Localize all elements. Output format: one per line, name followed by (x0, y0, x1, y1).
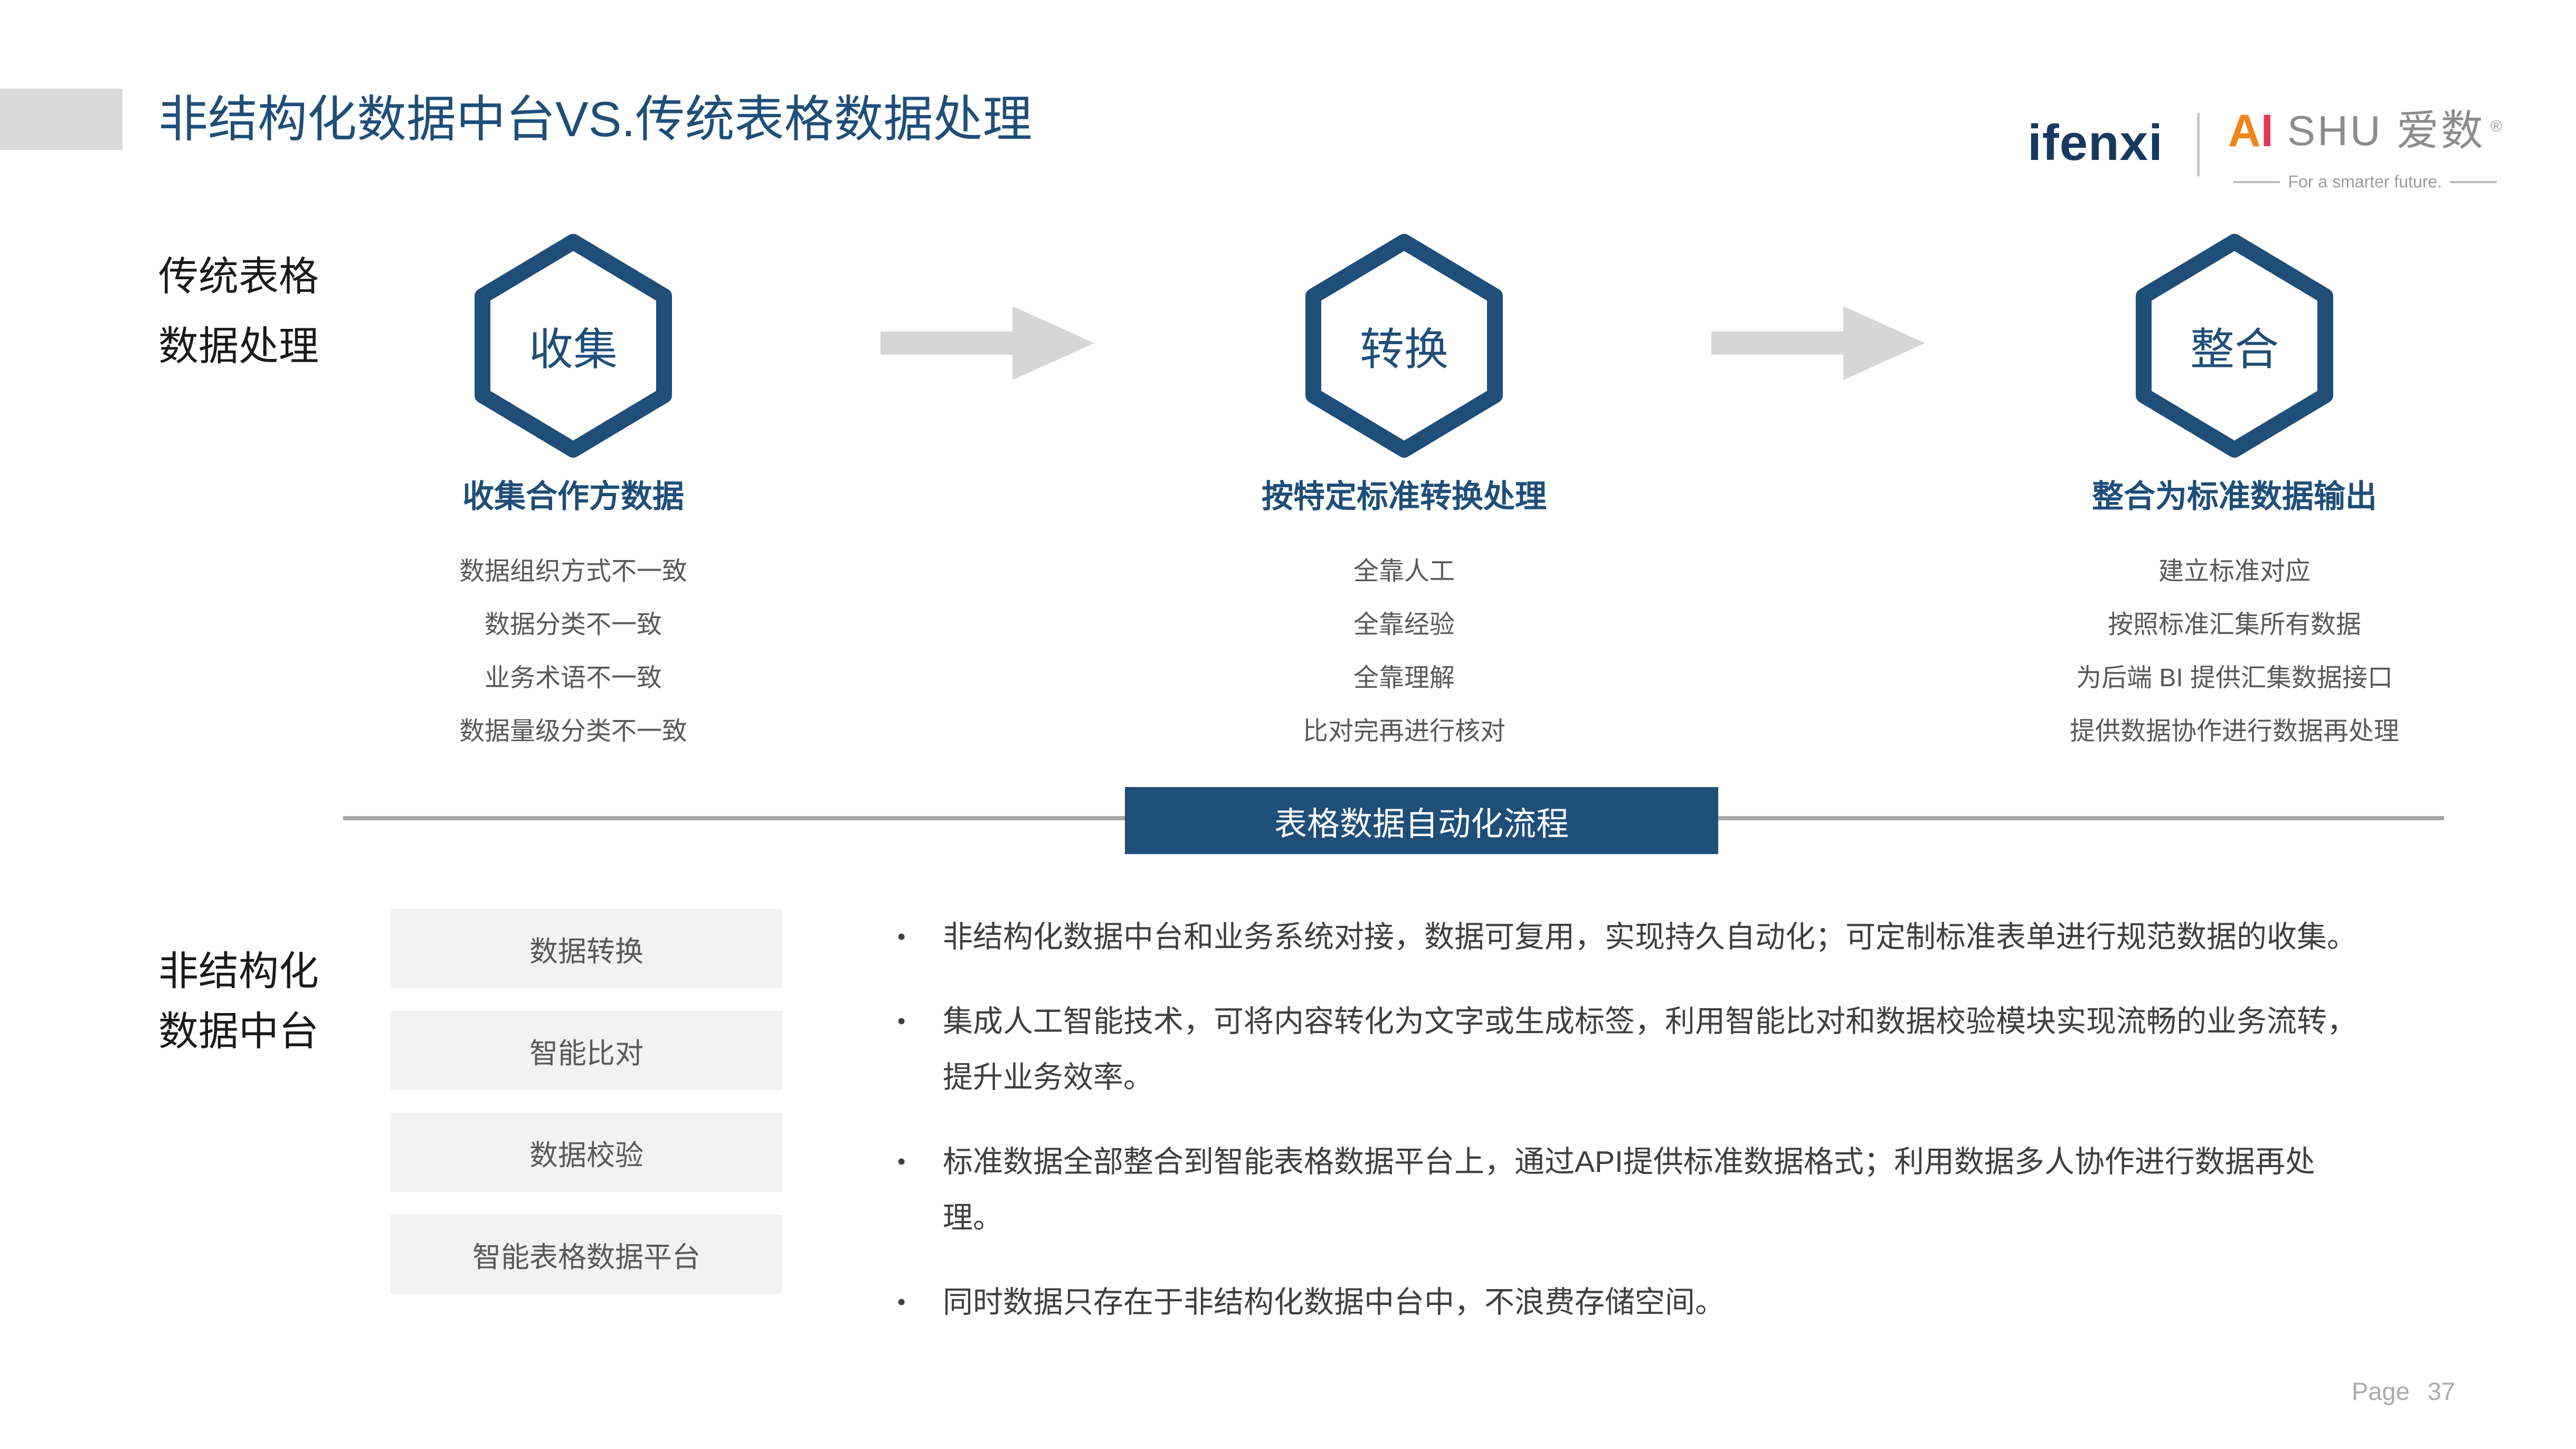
step-item: 全靠理解 (1353, 664, 1455, 692)
step-item: 全靠人工 (1353, 557, 1455, 585)
step-item: 数据组织方式不一致 (459, 557, 687, 585)
step-item: 全靠经验 (1353, 611, 1455, 639)
step-title: 按特定标准转换处理 (1262, 479, 1547, 514)
step-item: 按照标准汇集所有数据 (2107, 611, 2361, 639)
hexagon-icon: 整合 (2134, 232, 2335, 459)
bullet-item: • 非结构化数据中台和业务系统对接，数据可复用，实现持久自动化；可定制标准表单进… (897, 909, 2507, 965)
accent-bar (0, 89, 122, 150)
bullet-item: • 标准数据全部整合到智能表格数据平台上，通过API提供标准数据格式；利用数据多… (897, 1134, 2507, 1246)
section-label-traditional-line2: 数据处理 (158, 324, 319, 369)
section-label-platform-line2: 数据中台 (158, 1009, 319, 1054)
aishu-wordmark: A I SHU 爱数 ® For a smarter future. (2228, 103, 2502, 192)
hexagon-icon: 收集 (473, 232, 674, 459)
brand-logo: ifenxi A I SHU 爱数 ® For a smarter future… (2028, 103, 2502, 192)
step-item-list: 全靠人工 全靠经验 全靠理解 比对完再进行核对 (1061, 545, 1747, 758)
module-box-data-validate: 数据校验 (391, 1113, 782, 1192)
step-item: 业务术语不一致 (484, 664, 662, 692)
bullet-item: • 集成人工智能技术，可将内容转化为文字或生成标签，利用智能比对和数据校验模块实… (897, 993, 2507, 1105)
step-title: 整合为标准数据输出 (2092, 479, 2377, 514)
tagline-rule-right (2450, 181, 2497, 183)
brand-tagline: For a smarter future. (2228, 172, 2502, 192)
hexagon-label: 整合 (2190, 324, 2279, 374)
flow-arrow-icon (880, 306, 1094, 380)
flow-step-integrate: 整合 整合为标准数据输出 建立标准对应 按照标准汇集所有数据 为后端 BI 提供… (1891, 232, 2576, 758)
bullet-item: • 同时数据只存在于非结构化数据中台中，不浪费存储空间。 (897, 1274, 2507, 1330)
flow-step-collect: 收集 收集合作方数据 数据组织方式不一致 数据分类不一致 业务术语不一致 数据量… (230, 232, 916, 758)
page-title: 非结构化数据中台VS.传统表格数据处理 (158, 91, 1033, 147)
step-item: 提供数据协作进行数据再处理 (2069, 717, 2399, 745)
page-footer: Page 37 (2352, 1377, 2455, 1406)
step-title: 收集合作方数据 (462, 479, 684, 514)
bullet-list: • 非结构化数据中台和业务系统对接，数据可复用，实现持久自动化；可定制标准表单进… (897, 909, 2507, 1359)
page-number: 37 (2427, 1377, 2456, 1405)
bullet-text: 集成人工智能技术，可将内容转化为文字或生成标签，利用智能比对和数据校验模块实现流… (943, 1005, 2357, 1094)
tagline-text: For a smarter future. (2288, 172, 2442, 191)
bullet-dot-icon: • (897, 924, 906, 950)
hexagon-label: 收集 (528, 324, 618, 374)
logo-divider (2196, 113, 2200, 176)
step-item: 数据量级分类不一致 (459, 717, 687, 745)
bullet-dot-icon: • (897, 1289, 906, 1315)
bullet-text: 非结构化数据中台和业务系统对接，数据可复用，实现持久自动化；可定制标准表单进行规… (943, 920, 2357, 954)
step-item: 建立标准对应 (2158, 557, 2310, 585)
hexagon-label: 转换 (1359, 324, 1448, 374)
step-item-list: 建立标准对应 按照标准汇集所有数据 为后端 BI 提供汇集数据接口 提供数据协作… (1891, 545, 2576, 758)
section-label-traditional-line1: 传统表格 (158, 254, 319, 299)
hexagon-icon: 转换 (1304, 232, 1504, 459)
bullet-dot-icon: • (897, 1008, 906, 1034)
aishu-letter-i: I (2260, 106, 2274, 156)
page-label: Page (2352, 1377, 2410, 1405)
automation-banner: 表格数据自动化流程 (1125, 787, 1718, 854)
bullet-dot-icon: • (897, 1149, 906, 1175)
flow-step-transform: 转换 按特定标准转换处理 全靠人工 全靠经验 全靠理解 比对完再进行核对 (1061, 232, 1747, 758)
step-item-list: 数据组织方式不一致 数据分类不一致 业务术语不一致 数据量级分类不一致 (230, 545, 916, 758)
bullet-text: 同时数据只存在于非结构化数据中台中，不浪费存储空间。 (943, 1285, 1725, 1319)
module-box-smart-compare: 智能比对 (391, 1011, 782, 1090)
aishu-name: SHU 爱数 (2287, 107, 2485, 154)
module-box-data-transform: 数据转换 (391, 909, 782, 988)
ifenxi-wordmark: ifenxi (2028, 115, 2163, 171)
step-item: 为后端 BI 提供汇集数据接口 (2076, 664, 2393, 692)
step-item: 数据分类不一致 (484, 611, 662, 639)
section-label-platform-line1: 非结构化 (158, 949, 319, 994)
flow-arrow-icon (1711, 306, 1925, 380)
module-box-smart-table-platform: 智能表格数据平台 (391, 1215, 782, 1294)
bullet-text: 标准数据全部整合到智能表格数据平台上，通过API提供标准数据格式；利用数据多人协… (943, 1145, 2315, 1235)
registered-mark: ® (2490, 118, 2502, 135)
aishu-letter-a: A (2228, 106, 2261, 156)
step-item: 比对完再进行核对 (1302, 717, 1505, 745)
tagline-rule-left (2233, 181, 2280, 183)
